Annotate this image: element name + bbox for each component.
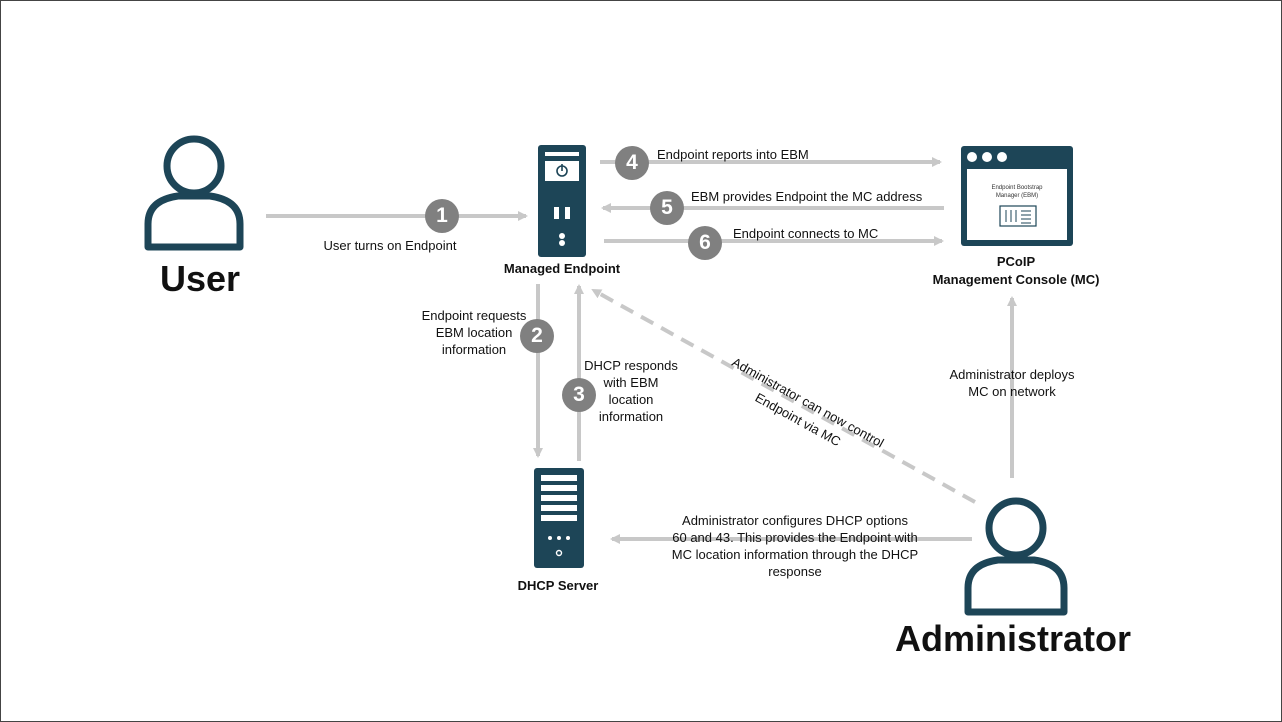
step-2-badge: 2 (520, 319, 554, 353)
administrator-label: Administrator (894, 618, 1132, 659)
deploy-note-line1: Administrator deploys (949, 367, 1075, 382)
mc-screen-title-line2: Manager (EBM) (995, 193, 1039, 199)
deploy-note-line2: MC on network (968, 384, 1056, 399)
managed-endpoint-icon (538, 145, 586, 257)
step-6-badge: 6 (688, 226, 722, 260)
step-3-label-line4: information (598, 409, 664, 424)
step-3-label-line2: with EBM (603, 375, 659, 390)
configure-note-line2: 60 and 43. This provides the Endpoint wi… (672, 530, 918, 545)
configure-note-line4: response (768, 564, 822, 579)
step-2-label-line1: Endpoint requests (421, 308, 527, 323)
configure-note-line3: MC location information through the DHCP (671, 547, 919, 562)
mc-label-line2: Management Console (MC) (932, 272, 1100, 287)
step-3-label-line1: DHCP responds (584, 358, 678, 373)
managed-endpoint-label: Managed Endpoint (503, 261, 621, 276)
step-5-label: EBM provides Endpoint the MC address (691, 189, 923, 204)
user-label: User (159, 258, 241, 299)
dhcp-server-label: DHCP Server (517, 578, 599, 593)
mc-screen-title-line1: Endpoint Bootstrap (991, 185, 1043, 191)
mc-label-line1: PCoIP (996, 254, 1036, 269)
arrow-admin-control (591, 288, 976, 504)
step-6-label: Endpoint connects to MC (733, 226, 879, 241)
step-4-badge: 4 (615, 146, 649, 180)
administrator-icon (964, 497, 1068, 616)
step-1-badge: 1 (425, 199, 459, 233)
step-1-label: User turns on Endpoint (323, 238, 457, 253)
step-2-label-line3: information (441, 342, 507, 357)
step-4-label: Endpoint reports into EBM (657, 147, 809, 162)
step-5-badge: 5 (650, 191, 684, 225)
step-3-label-line3: location (608, 392, 654, 407)
management-console-icon (961, 146, 1073, 246)
step-2-label-line2: EBM location (435, 325, 513, 340)
step-3-badge: 3 (562, 378, 596, 412)
dhcp-server-icon (534, 468, 584, 568)
configure-note-line1: Administrator configures DHCP options (682, 513, 908, 528)
user-icon (144, 135, 244, 251)
